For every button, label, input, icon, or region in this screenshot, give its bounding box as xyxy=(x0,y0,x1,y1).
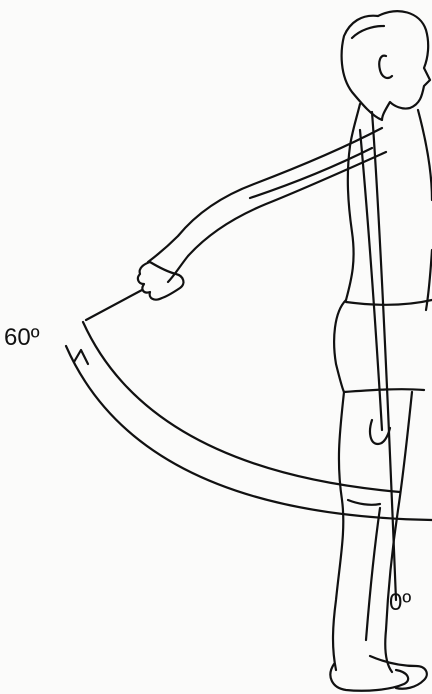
knee-crease xyxy=(348,500,380,505)
back-of-leg xyxy=(333,392,344,670)
forearm-overlap xyxy=(250,148,372,198)
angle-label-0: 0º xyxy=(389,591,411,615)
range-arrowhead xyxy=(74,350,88,364)
hand xyxy=(138,262,184,300)
buttock xyxy=(334,300,346,392)
front-foot xyxy=(370,656,427,689)
angle-label-60: 60º xyxy=(4,326,39,350)
range-of-motion-arc-outer xyxy=(66,346,432,520)
vertical-reference-line xyxy=(372,112,396,600)
arm-side-line xyxy=(360,130,382,430)
inner-leg xyxy=(366,508,380,640)
ear xyxy=(379,56,392,78)
chest-outline xyxy=(418,110,432,200)
back-outline xyxy=(346,104,360,300)
range-of-motion-arc-inner xyxy=(83,322,400,492)
upper-arm-top xyxy=(148,128,382,262)
waistband xyxy=(346,300,432,305)
side-hand xyxy=(370,420,390,444)
rear-foot xyxy=(330,664,408,691)
pointing-line xyxy=(86,290,142,320)
head xyxy=(342,11,430,120)
hair-line xyxy=(352,26,384,38)
